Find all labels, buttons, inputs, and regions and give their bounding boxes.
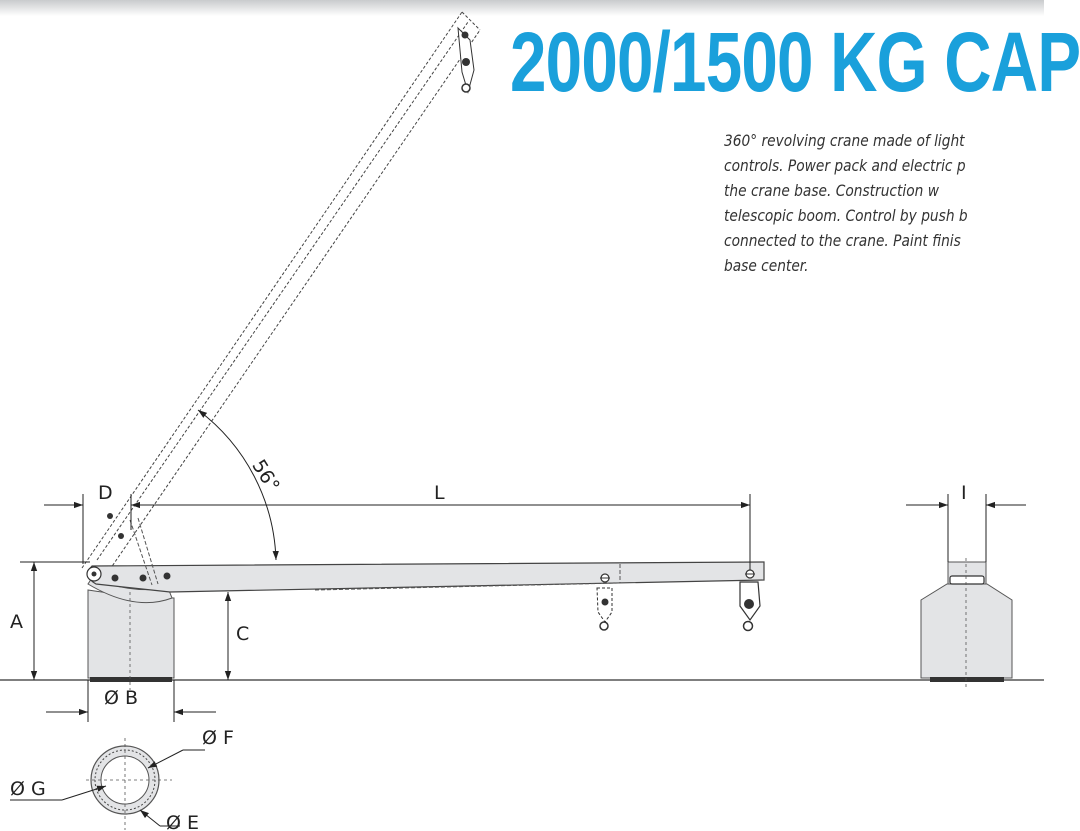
description-line: telescopic boom. Control by push b: [724, 206, 968, 225]
dim-d-l: [44, 494, 751, 570]
dim-e: [139, 809, 180, 827]
dim-e-label: Ø E: [166, 812, 199, 831]
description: 360° revolving crane made of light contr…: [724, 128, 1008, 278]
dim-a-label: A: [10, 611, 23, 633]
angle-label: 56°: [247, 456, 284, 496]
dim-a: [20, 561, 90, 680]
dim-i: [906, 494, 1026, 562]
pin: [111, 574, 119, 582]
dim-f: [147, 749, 205, 769]
pin: [139, 574, 147, 582]
description-line: base center.: [724, 256, 809, 275]
tip-hook: [739, 569, 761, 632]
description-line: 360° revolving crane made of light: [724, 131, 965, 150]
crane-base: [87, 589, 175, 679]
description-line: the crane base. Construction w: [724, 181, 939, 200]
pin: [163, 572, 171, 580]
top-band: [0, 0, 1044, 16]
dim-c-label: C: [236, 623, 249, 645]
dim-g-label: Ø G: [10, 778, 46, 800]
intermediate-hook: [596, 573, 613, 631]
dim-l-label: L: [434, 482, 445, 504]
dim-f-label: Ø F: [202, 727, 234, 749]
angle-arc: [197, 409, 279, 561]
dim-g: [10, 785, 107, 801]
page-title: 2000/1500 KG CAP: [510, 15, 1080, 109]
raised-hook: [457, 26, 475, 94]
crane-diagram: 56° D L A C Ø B I: [0, 11, 1044, 831]
front-view: [920, 558, 1013, 690]
raised-boom: [81, 11, 481, 579]
dim-b-label: Ø B: [104, 687, 138, 709]
base-top-view: [86, 738, 172, 830]
dim-b: [46, 680, 216, 722]
description-line: connected to the crane. Paint finis: [724, 231, 961, 250]
telescopic-section: [129, 517, 621, 591]
pin: [107, 513, 113, 519]
dim-i-label: I: [961, 482, 967, 504]
description-line: controls. Power pack and electric p: [724, 156, 966, 175]
base-foot: [90, 677, 172, 682]
pin: [118, 533, 124, 539]
dim-d-label: D: [98, 482, 113, 504]
